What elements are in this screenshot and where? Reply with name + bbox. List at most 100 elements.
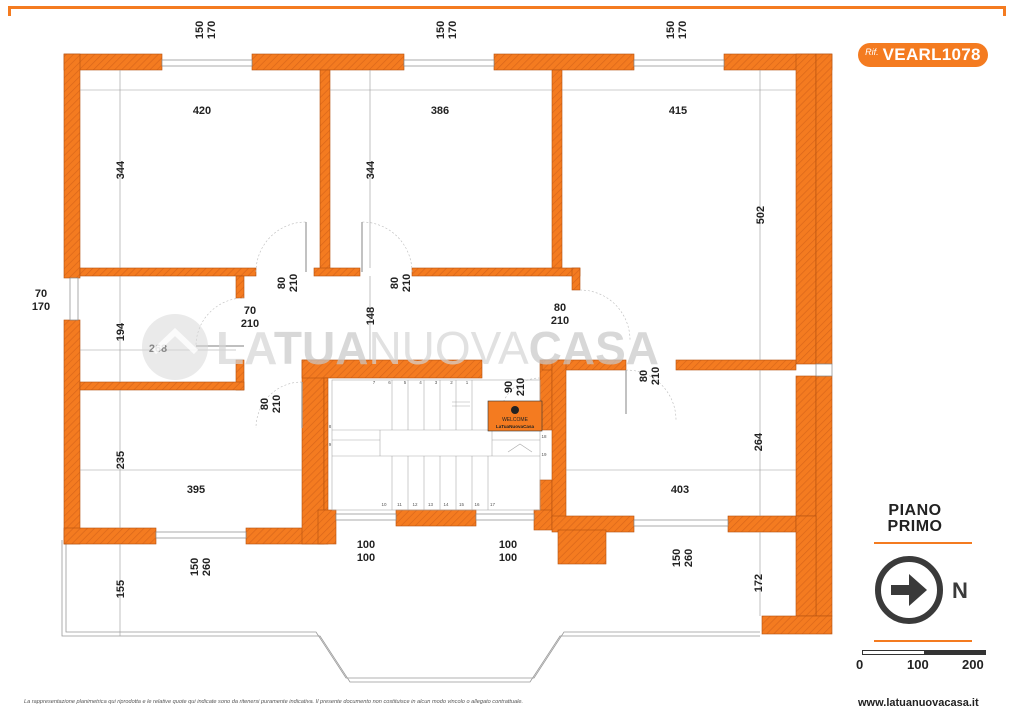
- dim-door-e-1: 80: [638, 370, 650, 382]
- dim-door-stair-1: 90: [503, 381, 515, 393]
- compass-arrow-icon: [875, 556, 943, 624]
- stair-step-bottom-13: 13: [428, 502, 434, 507]
- stair-step-bottom-14: 14: [443, 502, 449, 507]
- scale-bar: 0 100 200: [856, 648, 996, 674]
- stair-step-left-9: 9: [329, 442, 332, 447]
- dim-win-left-1: 70: [35, 288, 47, 300]
- dim-room-c-width: 415: [669, 105, 687, 117]
- dim-win-left-2: 170: [32, 301, 50, 313]
- dim-door-b-1: 80: [389, 277, 401, 289]
- frame-left-tick: [8, 6, 11, 16]
- dim-bath-height: 194: [115, 322, 127, 341]
- dim-terrace-right: 172: [753, 574, 765, 592]
- dim-door-a-1: 80: [276, 277, 288, 289]
- dim-door-d-1: 80: [259, 398, 271, 410]
- dim-door-stair-2: 210: [515, 378, 527, 396]
- dim-win-top-mid-2: 170: [447, 21, 459, 39]
- dim-door-bath-1: 70: [244, 305, 256, 317]
- dim-room-e-height: 264: [753, 432, 765, 451]
- dim-room-e-width: 403: [671, 484, 689, 496]
- dimension-lines: [80, 70, 796, 636]
- stair-step-top-4: 4: [419, 380, 422, 385]
- windows: [69, 59, 833, 539]
- dim-win-top-right-2: 170: [677, 21, 689, 39]
- dim-room-c-height: 502: [755, 206, 767, 224]
- reference-badge: Rif. VEARL1078: [858, 43, 988, 67]
- dim-room-d-width: 395: [187, 484, 205, 496]
- scale-bar-fill: [924, 650, 986, 655]
- stair-step-bottom-12: 12: [412, 502, 418, 507]
- dim-win-stair-a-1: 100: [357, 539, 375, 551]
- frame-right-tick: [1003, 6, 1006, 16]
- website-link[interactable]: www.latuanuovacasa.it: [858, 697, 979, 709]
- door-swings: [195, 221, 677, 429]
- scale-mark-0: 0: [856, 657, 864, 672]
- dim-door-b-2: 210: [401, 274, 413, 292]
- dim-win-top-left-2: 170: [206, 21, 218, 39]
- dim-room-b-height: 344: [365, 160, 377, 179]
- floor-title: PIANO PRIMO: [860, 503, 970, 535]
- stair-step-bottom-15: 15: [459, 502, 465, 507]
- dim-win-bottom-right-1: 150: [671, 549, 683, 567]
- stair-step-left-8: 8: [329, 424, 332, 429]
- reference-code: VEARL1078: [882, 45, 981, 64]
- dim-door-e-2: 210: [650, 367, 662, 385]
- stair-step-bottom-17: 17: [490, 502, 496, 507]
- dim-win-top-left-1: 150: [194, 21, 206, 39]
- welcome-line2: LaTuaNuovaCasa: [496, 424, 535, 429]
- dim-win-top-mid-1: 150: [435, 21, 447, 39]
- stair-step-bottom-10: 10: [381, 502, 387, 507]
- dim-win-stair-b-1: 100: [499, 539, 517, 551]
- dim-door-d-2: 210: [271, 395, 283, 413]
- watermark-part3: NUOVA: [368, 322, 528, 374]
- stairs: [331, 379, 541, 511]
- stair-step-top-3: 3: [435, 380, 438, 385]
- welcome-sign: WELCOME LaTuaNuovaCasa: [487, 400, 543, 432]
- disclaimer-text: La rappresentazione planimetrica qui rip…: [24, 699, 524, 705]
- stair-step-bottom-11: 11: [397, 502, 402, 507]
- frame-top-border: [8, 6, 1006, 9]
- dim-win-stair-b-2: 100: [499, 552, 517, 564]
- dim-win-stair-a-2: 100: [357, 552, 375, 564]
- dim-win-bottom-left-1: 150: [189, 558, 201, 576]
- dim-door-bath-2: 210: [241, 318, 259, 330]
- scale-mark-100: 100: [907, 657, 929, 672]
- watermark-part1: LA: [216, 322, 276, 374]
- dim-room-a-width: 420: [193, 105, 211, 117]
- dim-win-bottom-right-2: 260: [683, 549, 695, 567]
- divider-bottom: [874, 640, 972, 642]
- stair-step-top-5: 5: [404, 380, 407, 385]
- floor-title-line1: PIANO: [888, 502, 942, 519]
- north-label: N: [952, 578, 968, 603]
- dim-door-a-2: 210: [288, 274, 300, 292]
- walls: [63, 53, 833, 635]
- dim-door-right-2: 210: [551, 315, 569, 327]
- watermark-logo: LATUANUOVACASA: [142, 314, 659, 380]
- dim-room-a-height: 344: [115, 160, 127, 179]
- divider-top: [874, 542, 972, 544]
- dim-door-right-1: 80: [554, 302, 566, 314]
- dim-terrace-left: 155: [115, 580, 127, 598]
- welcome-line1: WELCOME: [502, 417, 529, 423]
- terrace-outline: [61, 540, 760, 683]
- stair-step-top-6: 6: [388, 380, 391, 385]
- dim-corridor-height: 148: [365, 307, 377, 325]
- stair-step-right-18: 18: [541, 434, 547, 439]
- watermark-part2: TUA: [274, 322, 369, 374]
- scale-mark-200: 200: [962, 657, 984, 672]
- dim-win-bottom-left-2: 260: [201, 558, 213, 576]
- dim-room-b-width: 386: [431, 105, 449, 117]
- stair-step-right-19: 19: [541, 452, 547, 457]
- stair-step-top-2: 2: [450, 380, 453, 385]
- dim-win-top-right-1: 150: [665, 21, 677, 39]
- watermark-part4: CASA: [529, 322, 659, 374]
- dim-room-d-height: 235: [115, 451, 127, 469]
- svg-text:LATUANUOVACASA: LATUANUOVACASA: [216, 322, 659, 374]
- stair-step-bottom-16: 16: [474, 502, 480, 507]
- stair-step-top-1: 1: [466, 380, 469, 385]
- floor-title-line2: PRIMO: [887, 518, 943, 535]
- reference-prefix: Rif.: [865, 47, 879, 57]
